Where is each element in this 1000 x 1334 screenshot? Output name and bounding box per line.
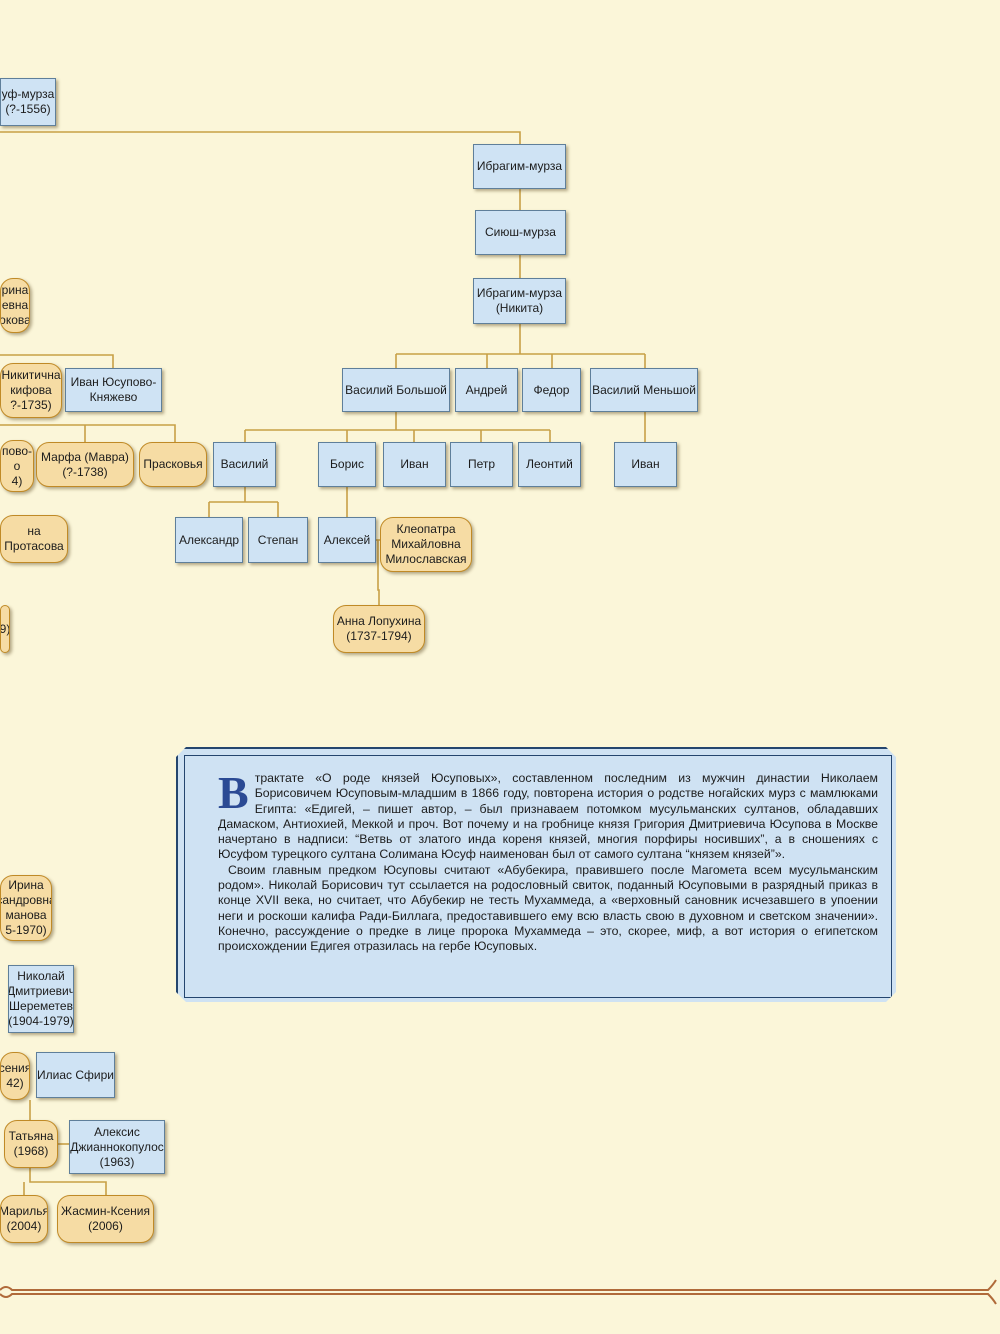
tree-node-label: Борис (330, 457, 364, 471)
tree-node-ivan_knyazhevo: Иван Юсупово- Княжево (65, 368, 162, 412)
tree-node-label: Прасковья (143, 457, 203, 471)
tree-node-label: пово- о 4) (1, 443, 33, 488)
connector-line (0, 131, 521, 144)
tree-node-label: Анна Лопухина (1737-1794) (336, 614, 422, 643)
tree-node-label: Леонтий (526, 457, 573, 471)
info-paragraph-2: Своим главным предком Юсуповы считают «А… (218, 862, 878, 954)
tree-node-petr: Петр (450, 442, 513, 487)
tree-node-label: Илиас Сфири (37, 1067, 114, 1082)
tree-node-label: Сиюш-мурза (485, 225, 556, 239)
tree-node-label: Никитична кифова ?-1735) (1, 368, 61, 412)
tree-node-marilya: Марилья (2004) (0, 1195, 48, 1243)
tree-node-label: Андрей (465, 382, 508, 397)
tree-node-anna: Анна Лопухина (1737-1794) (333, 605, 425, 653)
info-text: В трактате «О роде князей Юсуповых», сос… (218, 767, 878, 955)
tree-node-label: Ирина сандровна манова 5-1970) (1, 878, 51, 937)
tree-node-upovo: пово- о 4) (0, 440, 34, 492)
tree-node-label: Клеопатра Михайловна Милославская (385, 522, 467, 566)
tree-node-label: Василий Меньшой (592, 382, 696, 397)
tree-node-label: Петр (467, 457, 496, 471)
tree-node-frag9: 9) (0, 605, 10, 653)
tree-node-label: уф-мурза (?-1556) (1, 87, 55, 116)
drop-cap: В (218, 767, 249, 818)
tree-node-alexandr: Александр (175, 517, 243, 563)
tree-node-label: Федор (533, 382, 570, 397)
bottom-ornament (0, 1279, 997, 1305)
tree-node-andrey: Андрей (455, 368, 518, 412)
tree-node-kseniya: сения 42) (0, 1052, 30, 1100)
info-paragraph-1: В трактате «О роде князей Юсуповых», сос… (218, 767, 878, 863)
tree-node-marfa: Марфа (Мавра) (?-1738) (36, 442, 134, 487)
tree-node-leontiy: Леонтий (518, 442, 581, 487)
connector-line (0, 424, 176, 442)
tree-node-label: Алексис Джианнокопулос (1963) (70, 1124, 164, 1169)
tree-node-label: Марилья (2004) (0, 1204, 48, 1233)
tree-node-label: Ибрагим-мурза (476, 159, 563, 173)
tree-node-ibragim2: Ибрагим-мурза (Никита) (473, 278, 566, 324)
tree-node-nikolay: Николай Дмитриевич Шереметев (1904-1979) (8, 965, 74, 1033)
tree-node-vasily_bolshoy: Василий Большой (342, 368, 450, 412)
tree-node-ilias: Илиас Сфири (36, 1052, 115, 1098)
tree-node-label: 9) (0, 621, 10, 636)
tree-node-siyush: Сиюш-мурза (475, 210, 566, 255)
tree-node-label: Алексей (323, 532, 371, 547)
tree-node-ivan1: Иван (383, 442, 446, 487)
info-box: В трактате «О роде князей Юсуповых», сос… (176, 747, 896, 1002)
tree-node-label: Василий Большой (345, 382, 447, 397)
tree-node-label: рина евна окова (0, 283, 30, 327)
tree-node-label: Василий (220, 457, 269, 471)
tree-node-vasily_menshoy: Василий Меньшой (590, 368, 698, 412)
tree-node-praskovya: Прасковья (139, 442, 207, 487)
tree-node-label: Татьяна (1968) (8, 1129, 54, 1158)
tree-node-ibragim1: Ибрагим-мурза (473, 144, 566, 189)
tree-node-label: Николай Дмитриевич Шереметев (1904-1979) (8, 969, 74, 1028)
tree-node-tatyana: Татьяна (1968) (4, 1120, 58, 1168)
tree-node-stepan: Степан (248, 517, 308, 563)
tree-node-irina_top: рина евна окова (0, 278, 30, 333)
tree-node-boris: Борис (318, 442, 376, 487)
tree-node-label: Марфа (Мавра) (?-1738) (41, 449, 129, 479)
tree-node-label: Иван (631, 457, 660, 471)
tree-node-label: Александр (178, 532, 240, 547)
tree-node-nikitichna: Никитична кифова ?-1735) (0, 363, 62, 418)
tree-node-label: Иван Юсупово- Княжево (70, 375, 157, 404)
tree-node-label: Иван (400, 457, 429, 471)
tree-node-irina2: Ирина сандровна манова 5-1970) (0, 875, 52, 941)
tree-node-label: Степан (257, 532, 299, 547)
tree-node-ivan2: Иван (614, 442, 677, 487)
tree-node-zhasmin: Жасмин-Ксения (2006) (57, 1195, 154, 1243)
connector-line (0, 354, 114, 368)
connector-line (29, 1168, 107, 1195)
tree-node-vasily: Василий (213, 442, 276, 487)
tree-node-kleopatra: Клеопатра Михайловна Милославская (380, 517, 472, 572)
tree-node-label: Ибрагим-мурза (Никита) (476, 286, 563, 315)
tree-node-protasova: на Протасова (0, 515, 68, 563)
tree-node-alexis: Алексис Джианнокопулос (1963) (69, 1120, 165, 1174)
tree-node-label: Жасмин-Ксения (2006) (61, 1204, 150, 1233)
tree-node-label: на Протасова (4, 524, 64, 553)
tree-node-alexey: Алексей (318, 517, 376, 563)
info-paragraph-1-text: трактате «О роде князей Юсуповых», соста… (218, 771, 878, 862)
tree-node-label: сения 42) (0, 1061, 30, 1090)
tree-node-fedor: Федор (522, 368, 581, 412)
info-box-frame (184, 755, 892, 998)
connector-line (377, 540, 380, 605)
tree-node-yusuf: уф-мурза (?-1556) (0, 78, 56, 126)
